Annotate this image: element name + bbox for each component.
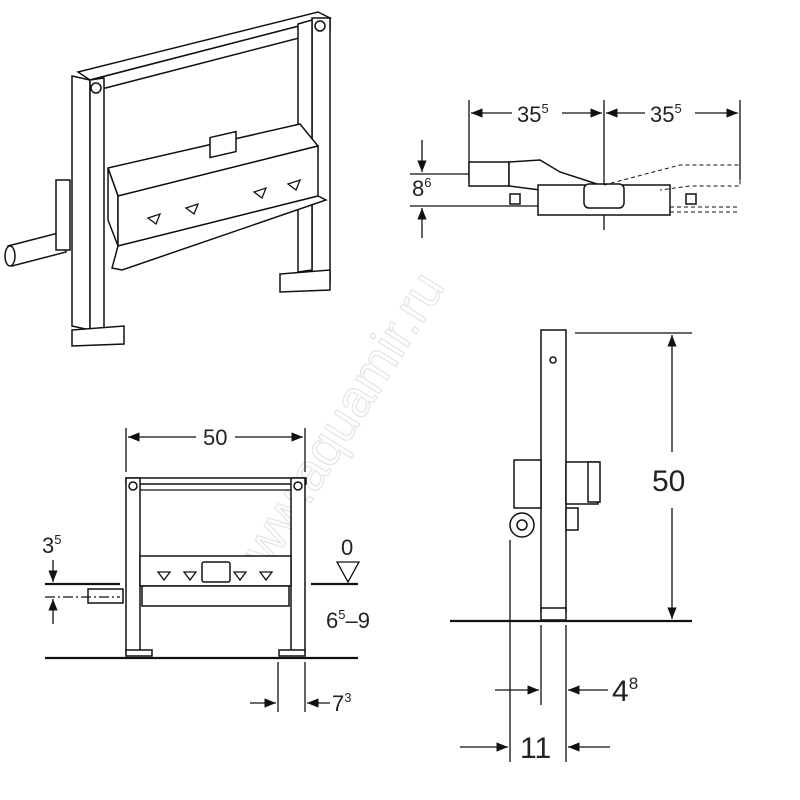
dim-foot-offset: 73 xyxy=(332,690,351,716)
dim-side-height: 50 xyxy=(652,465,685,498)
level-marker-icon xyxy=(335,561,361,584)
top-view: 355 355 86 xyxy=(410,100,741,238)
isometric-view xyxy=(4,11,333,347)
dim-top-right: 355 xyxy=(650,101,682,127)
side-view: 50 48 11 xyxy=(450,329,692,765)
dim-top-left: 355 xyxy=(517,101,549,127)
level-zero: 0 xyxy=(341,535,353,560)
front-view: 50 35 0 65–9 73 xyxy=(42,425,370,716)
dim-top-height: 86 xyxy=(412,175,431,201)
dim-front-width: 50 xyxy=(203,425,227,450)
dim-side-depth: 11 xyxy=(520,732,551,765)
dim-pipe-offset: 35 xyxy=(42,532,61,558)
dim-height-range: 65–9 xyxy=(326,607,370,633)
dim-side-inner: 48 xyxy=(612,674,638,708)
